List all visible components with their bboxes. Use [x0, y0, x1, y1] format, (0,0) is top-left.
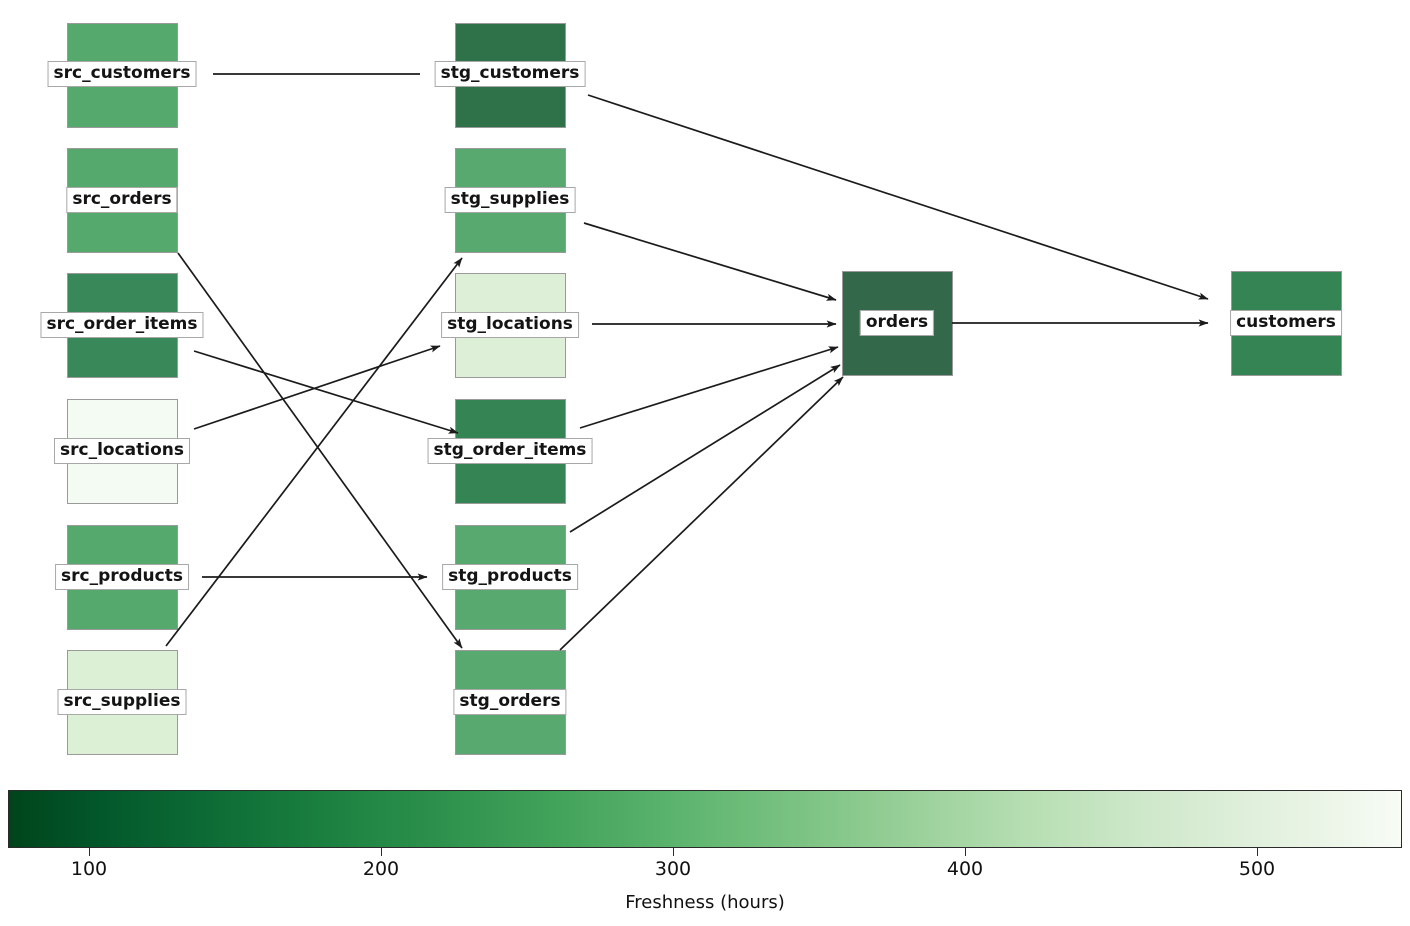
edge-stg_order_items-orders	[579, 346, 839, 429]
colorbar-gradient	[8, 790, 1402, 848]
node-label-src-order-items[interactable]: src_order_items	[40, 312, 204, 338]
colorbar-tick	[673, 848, 674, 856]
colorbar-tick-label: 300	[654, 858, 692, 880]
edge-stg_customers-customers	[587, 94, 1209, 300]
colorbar-tick	[965, 848, 966, 856]
colorbar-tick	[1257, 848, 1258, 856]
node-label-stg-supplies[interactable]: stg_supplies	[444, 187, 576, 213]
colorbar-tick	[89, 848, 90, 856]
edge-src_orders-stg_orders	[177, 252, 463, 649]
edge-src_locations-stg_locations	[193, 345, 441, 430]
node-label-src-orders[interactable]: src_orders	[66, 187, 178, 213]
edge-layer	[165, 73, 1209, 651]
node-label-src-supplies[interactable]: src_supplies	[57, 689, 187, 715]
colorbar-tick-label: 400	[946, 858, 984, 880]
node-label-orders[interactable]: orders	[859, 310, 935, 336]
node-label-stg-products[interactable]: stg_products	[442, 564, 578, 590]
colorbar-axis-title: Freshness (hours)	[625, 892, 785, 913]
colorbar-tick-label: 100	[70, 858, 108, 880]
lineage-graph: src_customers src_orders src_order_items…	[40, 23, 1342, 755]
edge-stg_orders-orders	[559, 376, 844, 651]
node-label-stg-customers[interactable]: stg_customers	[434, 61, 586, 87]
edge-src_order_items-stg_order_items	[193, 350, 459, 434]
node-label-customers[interactable]: customers	[1230, 310, 1342, 336]
edge-src_supplies-stg_supplies	[165, 257, 463, 647]
edge-stg_supplies-orders	[583, 222, 837, 301]
colorbar-tick	[381, 848, 382, 856]
node-label-stg-orders[interactable]: stg_orders	[453, 689, 567, 715]
edge-stg_products-orders	[569, 364, 841, 533]
node-label-src-customers[interactable]: src_customers	[47, 61, 197, 87]
colorbar-legend: 100 200 300 400 500 Freshness (hours)	[0, 780, 1410, 926]
node-label-src-products[interactable]: src_products	[55, 564, 189, 590]
colorbar-tick-label: 500	[1238, 858, 1276, 880]
node-label-stg-locations[interactable]: stg_locations	[441, 312, 579, 338]
colorbar-tick-label: 200	[362, 858, 400, 880]
node-label-src-locations[interactable]: src_locations	[54, 438, 190, 464]
node-label-stg-order-items[interactable]: stg_order_items	[427, 438, 593, 464]
